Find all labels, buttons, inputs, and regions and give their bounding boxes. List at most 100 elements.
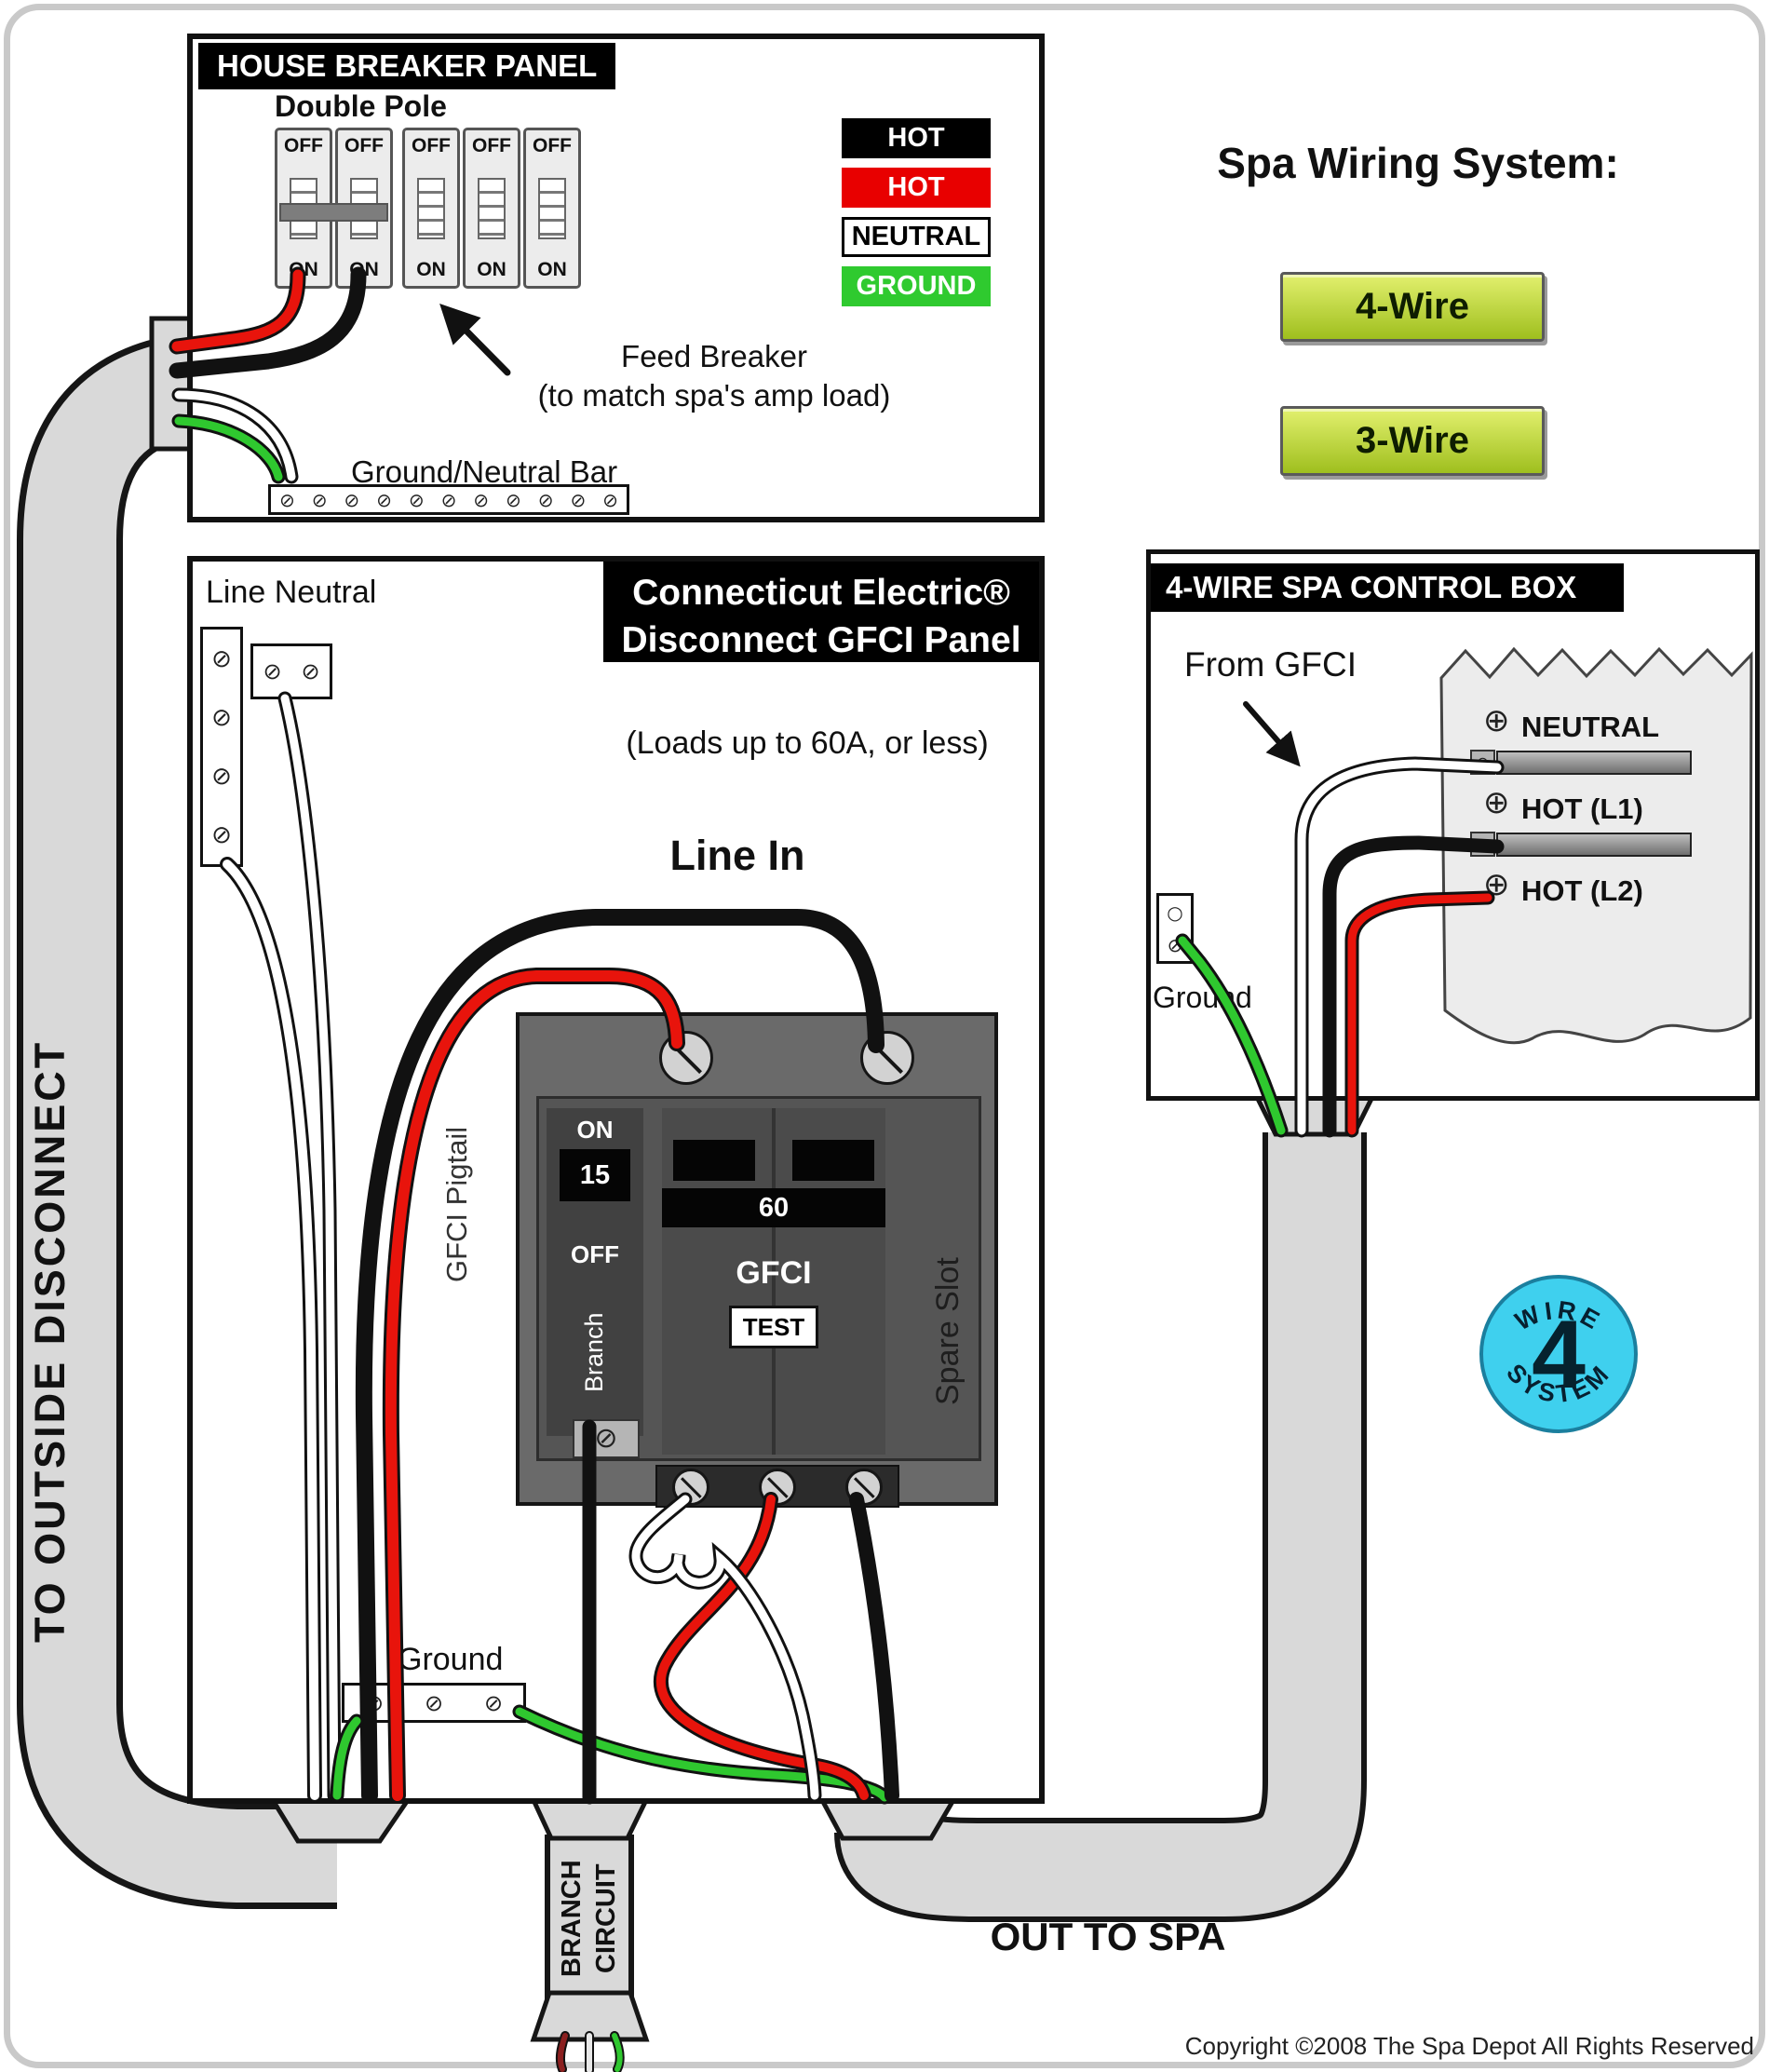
mounting-screw-icon — [659, 1031, 713, 1085]
breaker-on-label: ON — [289, 259, 318, 280]
screw-icon: ⊘ — [602, 488, 618, 511]
torx-screw-icon: ⊕ — [1483, 866, 1510, 903]
legend-hot-black: HOT — [842, 118, 991, 158]
breaker-switch: OFF ON — [523, 128, 581, 289]
screw-icon: ⊘ — [473, 488, 490, 511]
copyright-text: Copyright ©2008 The Spa Depot All Rights… — [1184, 2032, 1754, 2060]
breaker-on-label: ON — [416, 259, 446, 280]
gfci-panel-title-line1: Connecticut Electric® — [632, 573, 1010, 613]
load-terminal-screw-icon — [672, 1469, 709, 1506]
gfci-label: GFCI — [736, 1255, 812, 1291]
screw-icon: ⊘ — [278, 488, 295, 511]
wire-4-system-badge: WIRE SYSTEM 4 — [1479, 1275, 1638, 1433]
branch-circuit-line2: CIRCUIT — [591, 1863, 621, 1973]
house-breaker-panel-title: HOUSE BREAKER PANEL — [198, 43, 616, 89]
screw-icon: ⊘ — [211, 644, 232, 673]
legend-hot-red: HOT — [842, 168, 991, 208]
out-to-spa-conduit-tube — [840, 1132, 1361, 1916]
line-neutral-label: Line Neutral — [206, 575, 377, 610]
branch-label: Branch — [580, 1312, 608, 1392]
branch-breaker: ON 15 OFF Branch — [547, 1108, 643, 1436]
branch-load-terminal: ⊘ — [573, 1419, 640, 1458]
breaker-off-label: OFF — [284, 135, 323, 156]
branch-top-fitting — [530, 1797, 651, 1841]
from-gfci-label: From GFCI — [1184, 645, 1357, 684]
screw-icon: ⊘ — [506, 488, 521, 511]
screw-icon: ⊘ — [1476, 834, 1490, 853]
spare-slot-label: Spare Slot — [930, 1257, 966, 1406]
feed-breaker-note: Feed Breaker — [621, 339, 807, 373]
screw-icon: ⊘ — [376, 488, 392, 511]
left-conduit-tube — [22, 340, 337, 1903]
screw-icon: ⊘ — [424, 1689, 444, 1716]
gfci-main-breaker: 60 GFCI TEST — [662, 1108, 885, 1455]
breaker-handle-icon — [417, 177, 445, 239]
breaker-off-label: OFF — [344, 135, 384, 156]
load-terminal-screw-icon — [759, 1469, 796, 1506]
spa-control-box: 4-WIRE SPA CONTROL BOX From GFCI ⊕ NEUTR… — [1146, 549, 1760, 1101]
branch-rating: 15 — [560, 1149, 630, 1201]
gfci-bottom-right-fitting — [817, 1797, 958, 1841]
screw-icon: ⊘ — [263, 658, 282, 684]
screw-icon: ⊘ — [1167, 933, 1183, 956]
screw-icon: ⊘ — [408, 488, 425, 511]
spa-box-bottom-fitting — [1252, 1094, 1377, 1137]
gfci-test-button[interactable]: TEST — [729, 1306, 818, 1348]
screw-icon: ⊘ — [537, 488, 554, 511]
neutral-terminal-bar — [1496, 751, 1692, 775]
breaker-handle-cap — [792, 1140, 874, 1181]
terminal-set-screw: ⊘ — [1470, 832, 1495, 857]
four-wire-button[interactable]: 4-Wire — [1280, 272, 1545, 342]
gfci-panel-title: Connecticut Electric® Disconnect GFCI Pa… — [603, 562, 1039, 662]
neutral-lug-block: ⊘⊘ — [250, 643, 332, 699]
breaker-off-label: OFF — [472, 135, 511, 156]
legend-ground: GROUND — [842, 266, 991, 306]
screw-icon: ⊘ — [483, 1689, 504, 1716]
badge-number: 4 — [1532, 1301, 1586, 1409]
line-neutral-terminal-bar: ⊘⊘⊘⊘ — [200, 627, 243, 867]
feed-breaker-note-2: (to match spa's amp load) — [537, 378, 891, 413]
screw-icon: ⊘ — [301, 658, 320, 684]
three-wire-button[interactable]: 3-Wire — [1280, 406, 1545, 476]
screw-icon: ⊘ — [1476, 752, 1490, 771]
gfci-ground-label: Ground — [398, 1642, 504, 1677]
gfci-panel-title-line2: Disconnect GFCI Panel — [621, 620, 1021, 661]
legend-neutral: NEUTRAL — [842, 217, 991, 257]
breaker-on-label: ON — [349, 259, 379, 280]
screw-icon: ⊘ — [344, 488, 360, 511]
branch-circuit-label: BRANCH CIRCUIT — [547, 1848, 632, 1989]
out-to-spa-label: OUT TO SPA — [990, 1915, 1226, 1958]
loads-note: (Loads up to 60A, or less) — [626, 725, 989, 761]
spa-ground-label: Ground — [1153, 981, 1252, 1014]
screw-icon: ⊘ — [364, 1689, 385, 1716]
screw-icon: ⊘ — [570, 488, 587, 511]
screw-icon: ⊘ — [440, 488, 457, 511]
branch-on-label: ON — [576, 1116, 614, 1144]
screw-icon: ⊘ — [211, 703, 232, 732]
terminal-set-screw: ⊘ — [1470, 750, 1495, 775]
line-in-label: Line In — [669, 832, 805, 879]
hot-l1-terminal-label: HOT (L1) — [1521, 792, 1643, 825]
badge-circle — [1479, 1275, 1638, 1433]
branch-circuit-line1: BRANCH — [557, 1860, 587, 1977]
branch-off-label: OFF — [571, 1240, 619, 1268]
gfci-bottom-left-fitting — [268, 1797, 412, 1844]
breaker-handle-icon — [478, 177, 506, 239]
screw-icon: ⊘ — [311, 488, 328, 511]
breaker-handle-icon — [538, 177, 566, 239]
hole-icon: ○ — [1167, 901, 1183, 924]
spa-control-box-title: 4-WIRE SPA CONTROL BOX — [1151, 563, 1624, 612]
gfci-pigtail-label: GFCI Pigtail — [440, 1126, 473, 1282]
gfci-breaker-assembly: ON 15 OFF Branch 60 GFCI TEST Spare Slot… — [516, 1012, 998, 1508]
breaker-on-label: ON — [537, 259, 567, 280]
screw-icon: ⊘ — [211, 820, 232, 849]
screw-icon: ⊘ — [594, 1422, 618, 1455]
hot-l1-terminal-bar — [1496, 833, 1692, 857]
main-rating: 60 — [662, 1188, 885, 1227]
to-outside-disconnect-label: TO OUTSIDE DISCONNECT — [26, 1039, 74, 1643]
gfci-ground-bar: ⊘ ⊘ ⊘ — [342, 1683, 526, 1723]
breaker-switch: OFF ON — [463, 128, 520, 289]
ground-lug: ○ ⊘ — [1156, 893, 1194, 964]
hot-l2-terminal-label: HOT (L2) — [1521, 874, 1643, 907]
